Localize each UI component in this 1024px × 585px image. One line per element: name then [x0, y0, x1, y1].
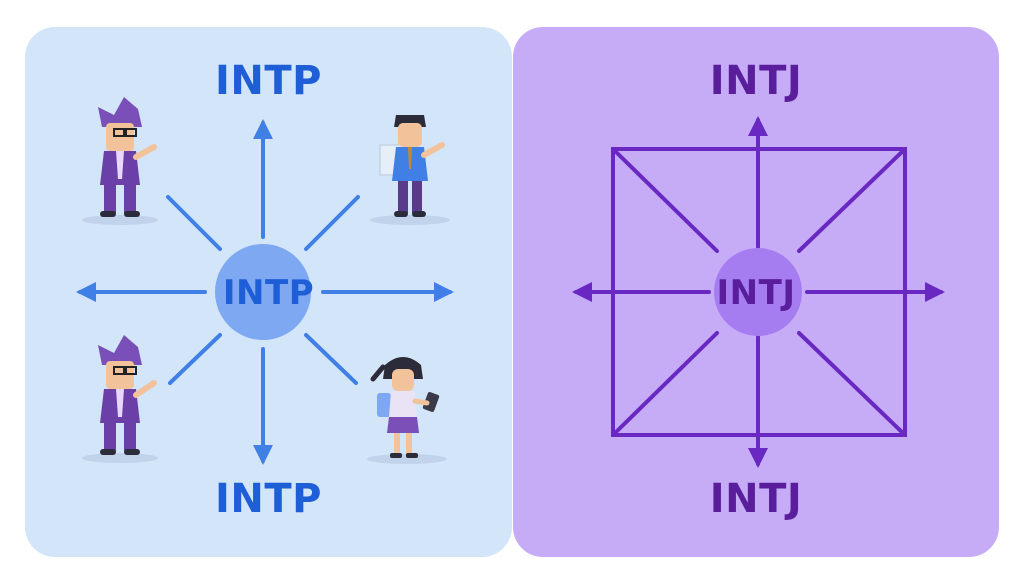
intj-grid-diagram [572, 116, 945, 468]
diagonal-top-right [797, 147, 907, 253]
intp-title-top: INTP [215, 58, 322, 104]
diagonal-bottom-right [797, 331, 907, 437]
intp-panel: INTP INTP INTP [25, 27, 512, 557]
intp-radial-diagram [76, 97, 454, 465]
ray-down-right [304, 333, 358, 385]
person-with-glasses-icon [82, 335, 158, 463]
intj-title-bottom: INTJ [709, 476, 803, 522]
person-with-map-icon [370, 115, 450, 225]
intj-title-top: INTJ [709, 58, 803, 104]
diagonal-top-left [611, 147, 719, 253]
intj-panel: INTJ INTJ INTJ [513, 27, 999, 557]
intj-hub-circle [714, 248, 802, 336]
person-with-glasses-icon [82, 97, 158, 225]
ray-up-right [304, 195, 360, 251]
intp-title-bottom: INTP [215, 476, 322, 522]
ray-up-left [166, 195, 222, 251]
intj-hub-label: INTJ [716, 273, 796, 313]
intp-hub-label: INTP [222, 273, 315, 313]
diagonal-bottom-left [611, 331, 719, 437]
intp-hub-circle [215, 244, 311, 340]
ray-down-left [168, 333, 222, 385]
person-with-tablet-icon [367, 357, 447, 464]
